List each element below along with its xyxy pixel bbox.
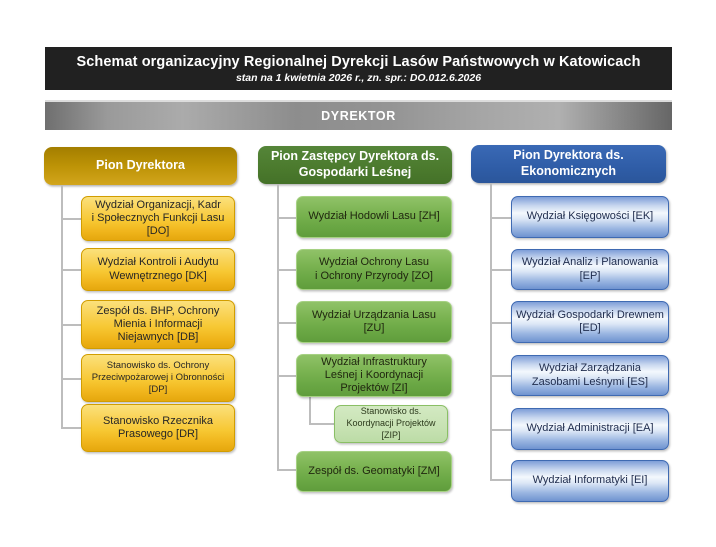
- connector-line: [277, 322, 297, 324]
- org-box-zu: Wydział Urządzania Lasu [ZU]: [296, 301, 452, 343]
- connector-line: [61, 185, 63, 429]
- connector-line: [277, 269, 297, 271]
- org-box-ek: Wydział Księgowości [EK]: [511, 196, 669, 238]
- connector-line: [277, 469, 297, 471]
- org-box-dk: Wydział Kontroli i Audytu Wewnętrznego […: [81, 248, 235, 291]
- connector-line: [277, 217, 297, 219]
- connector-line: [61, 324, 82, 326]
- org-box-dp: Stanowisko ds. Ochrony Przeciwpożarowej …: [81, 354, 235, 402]
- org-box-ei: Wydział Informatyki [EI]: [511, 460, 669, 502]
- org-box-zo: Wydział Ochrony Lasu i Ochrony Przyrody …: [296, 249, 452, 290]
- connector-line: [277, 375, 297, 377]
- chart-subtitle: stan na 1 kwietnia 2026 r., zn. spr.: DO…: [235, 71, 482, 84]
- connector-line: [490, 217, 512, 219]
- connector-line: [309, 423, 335, 425]
- chart-title-block: Schemat organizacyjny Regionalnej Dyrekc…: [45, 47, 672, 90]
- org-box-zip: Stanowisko ds. Koordynacji Projektów [ZI…: [334, 405, 448, 443]
- org-box-dr: Stanowisko Rzecznika Prasowego [DR]: [81, 404, 235, 452]
- column-header-pion-dyrektora: Pion Dyrektora: [44, 147, 237, 185]
- connector-line: [61, 269, 82, 271]
- connector-line: [490, 479, 512, 481]
- connector-line: [61, 218, 82, 220]
- org-box-do: Wydział Organizacji, Kadr i Społecznych …: [81, 196, 235, 241]
- org-box-ea: Wydział Administracji [EA]: [511, 408, 669, 450]
- connector-line: [61, 427, 82, 429]
- connector-line: [490, 375, 512, 377]
- org-box-ed: Wydział Gospodarki Drewnem [ED]: [511, 301, 669, 343]
- org-box-zh: Wydział Hodowli Lasu [ZH]: [296, 196, 452, 238]
- org-box-zm: Zespół ds. Geomatyki [ZM]: [296, 451, 452, 492]
- connector-line: [490, 429, 512, 431]
- org-box-zi: Wydział Infrastruktury Leśnej i Koordyna…: [296, 354, 452, 397]
- connector-line: [61, 378, 82, 380]
- connector-line: [490, 183, 492, 481]
- org-box-es: Wydział Zarządzania Zasobami Leśnymi [ES…: [511, 355, 669, 396]
- column-header-pion-zastepcy-gospodarki-lesnej: Pion Zastępcy Dyrektora ds. Gospodarki L…: [258, 146, 452, 184]
- column-header-pion-ekonomicznych: Pion Dyrektora ds. Ekonomicznych: [471, 145, 666, 183]
- org-box-ep: Wydział Analiz i Planowania [EP]: [511, 249, 669, 290]
- connector-line: [490, 269, 512, 271]
- connector-line: [490, 322, 512, 324]
- org-box-db: Zespół ds. BHP, Ochrony Mienia i Informa…: [81, 300, 235, 349]
- chart-title: Schemat organizacyjny Regionalnej Dyrekc…: [76, 53, 641, 70]
- connector-line: [309, 397, 311, 424]
- connector-line: [277, 184, 279, 471]
- director-bar: DYREKTOR: [45, 100, 672, 130]
